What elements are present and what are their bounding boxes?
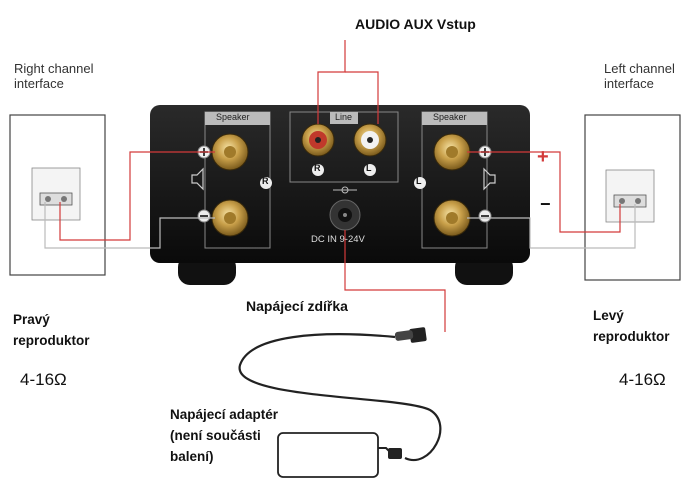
speaker-title-r: Speaker <box>216 112 250 122</box>
minus-sign: − <box>540 194 551 214</box>
rca-jack-l <box>353 123 387 157</box>
dc-jack <box>329 186 361 231</box>
channel-l-label: L <box>416 176 422 186</box>
line-title: Line <box>335 112 353 122</box>
plus-sign: + <box>537 146 549 168</box>
line-r-marker <box>312 164 324 176</box>
wires <box>44 40 636 332</box>
channel-l-marker <box>414 177 426 189</box>
speaker-symbol-icon <box>191 167 204 191</box>
right-impedance: 4-16Ω <box>20 370 67 389</box>
line-l-label: L <box>366 163 372 173</box>
line-panel <box>289 111 399 183</box>
audio-aux-label: AUDIO AUX Vstup <box>355 16 476 32</box>
speaker-title-l: Speaker <box>433 112 467 122</box>
dc-in-label: DC IN 9-24V <box>311 234 365 245</box>
power-jack-label: Napájecí zdířka <box>246 298 348 314</box>
channel-r-marker <box>260 177 272 189</box>
line-r-label: R <box>314 163 321 173</box>
power-adapter <box>238 327 442 478</box>
right-speaker-box <box>9 114 106 276</box>
left-speaker-box <box>584 114 681 281</box>
speaker-symbol-icon <box>483 167 496 191</box>
line-l-marker <box>364 164 376 176</box>
rca-jack-r <box>301 123 335 157</box>
polarity-markers <box>197 145 492 223</box>
left-impedance: 4-16Ω <box>619 370 666 389</box>
channel-r-label: R <box>262 176 269 186</box>
